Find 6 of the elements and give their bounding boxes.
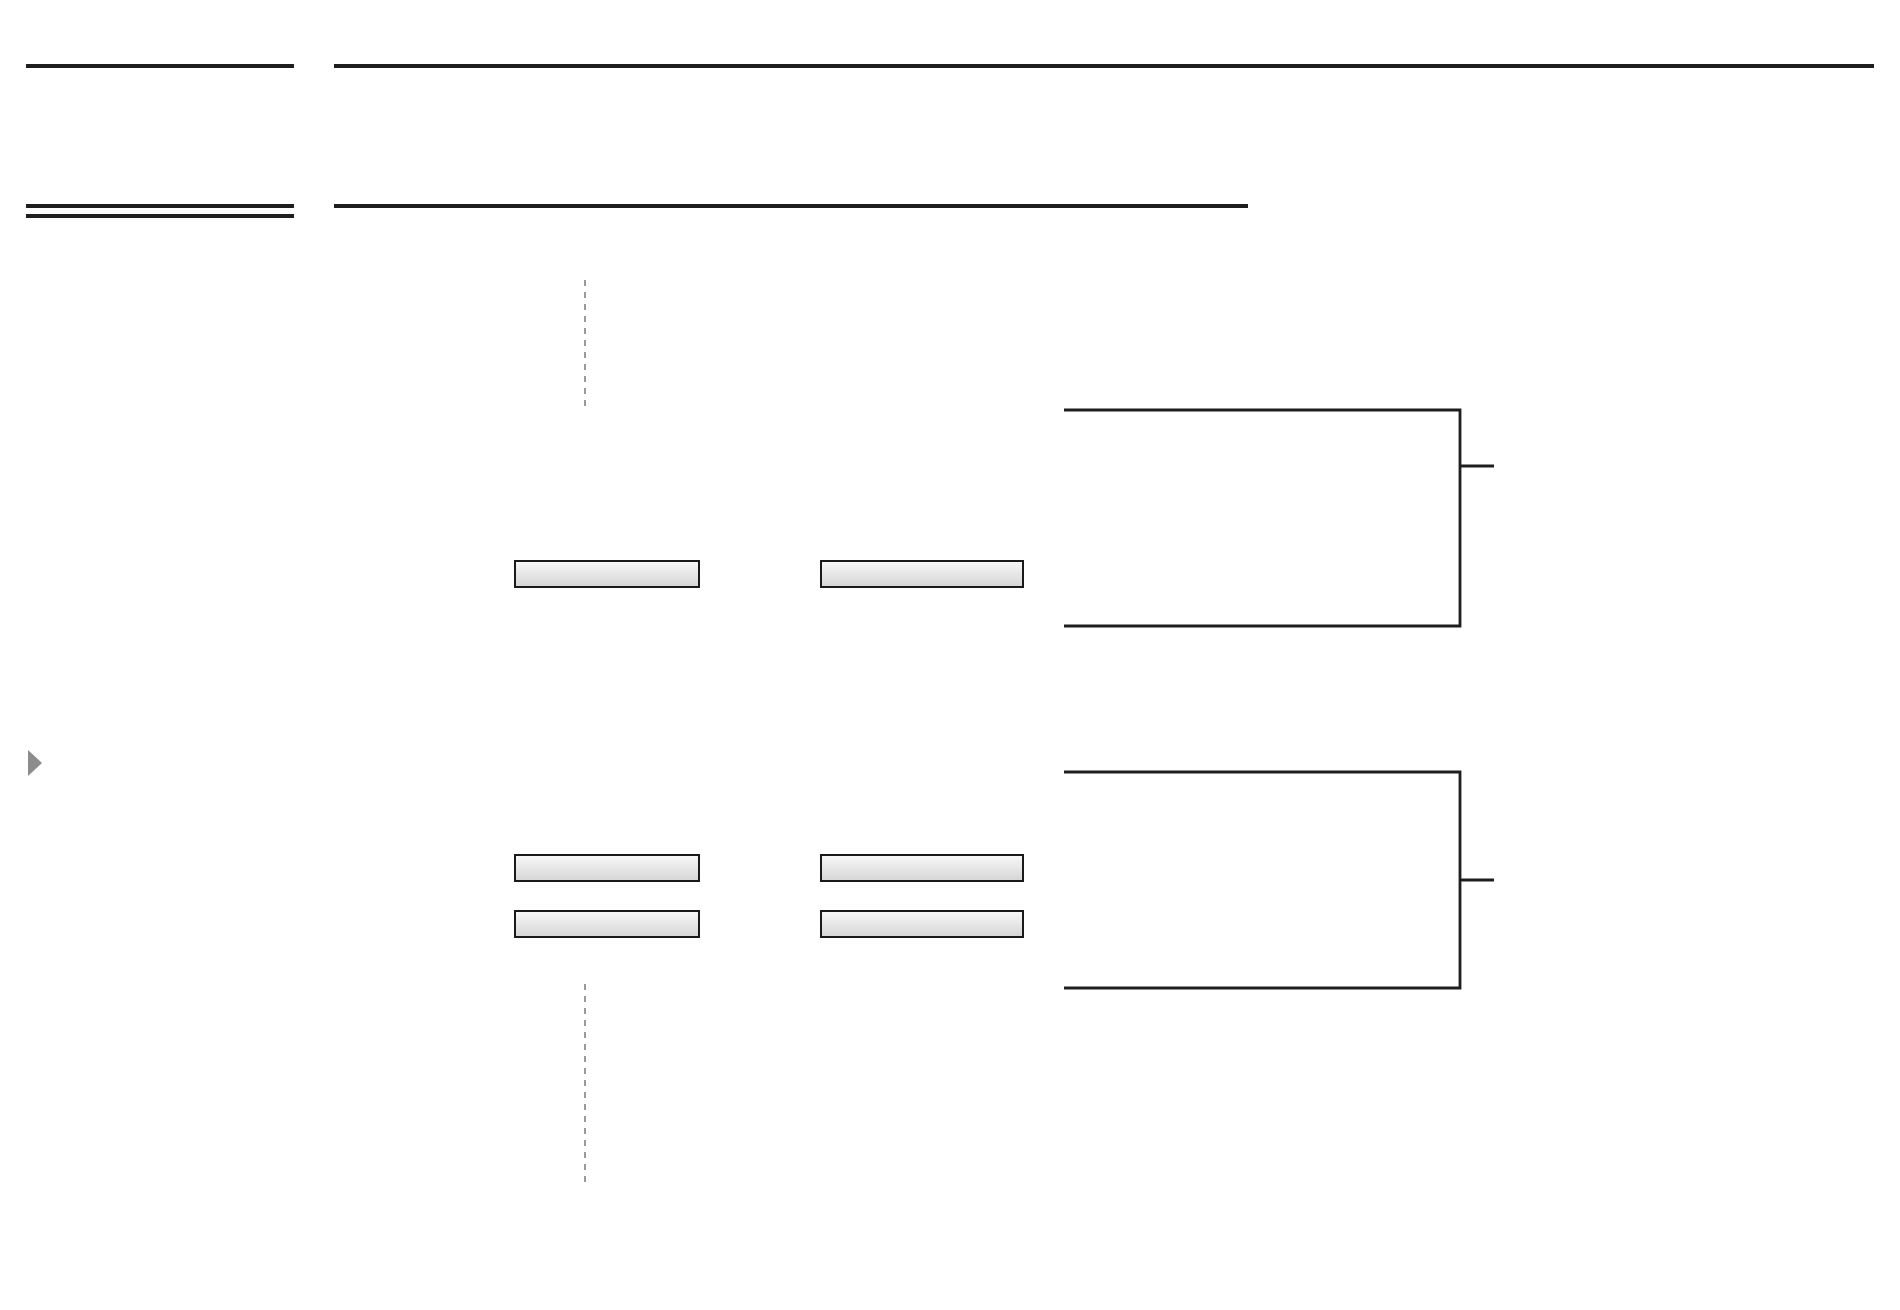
gradient-bar [514,910,700,938]
gradient-bar [820,910,1024,938]
gradient-bar [820,854,1024,882]
gradient-bar [514,560,700,588]
gradient-bar [514,854,700,882]
gradient-bar [820,560,1024,588]
